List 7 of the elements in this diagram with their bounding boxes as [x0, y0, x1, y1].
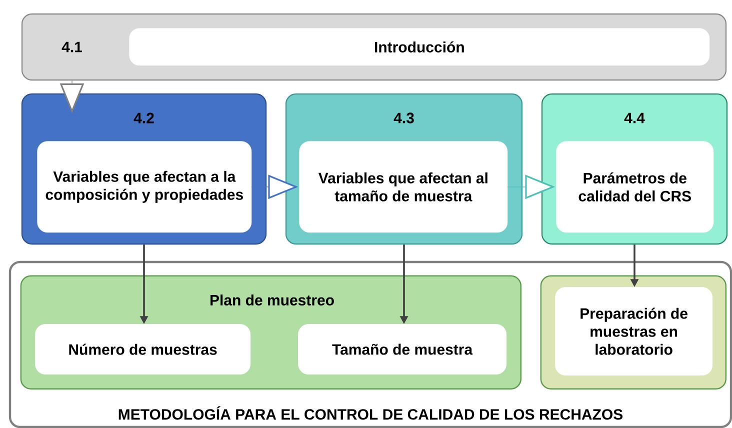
text-box: Variables que afectan a la composición y propiedades: [37, 141, 252, 233]
text-box: Parámetros de calidad del CRS: [556, 141, 714, 233]
text-box: Preparación de muestras en laboratorio: [555, 287, 712, 376]
text-box: Tamaño de muestra: [298, 324, 506, 374]
text-box: Variables que afectan al tamaño de muestra: [299, 141, 508, 233]
text-box: Número de muestras: [35, 324, 250, 374]
title-box: Introducción: [129, 28, 710, 66]
